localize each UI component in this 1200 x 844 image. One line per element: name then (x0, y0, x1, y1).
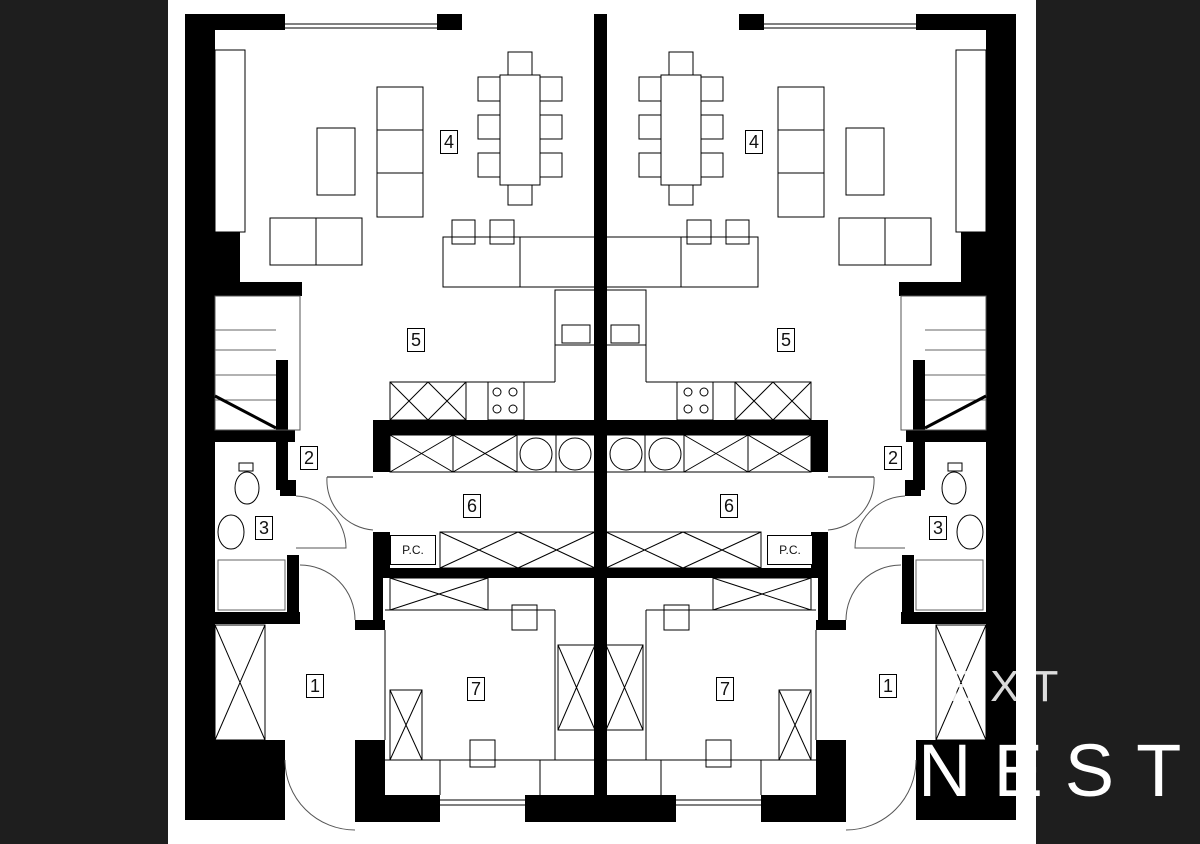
room-label-2-left: 2 (300, 446, 319, 470)
closet-label-right: P.C. (767, 535, 813, 565)
room-label-3-left: 3 (255, 516, 274, 540)
room-label-5-right: 5 (777, 328, 796, 352)
closet-label-left: P.C. (390, 535, 436, 565)
room-label-7-left: 7 (467, 677, 486, 701)
room-label-2-right: 2 (884, 446, 903, 470)
room-label-4-right: 4 (745, 130, 764, 154)
watermark-top: NEXT (905, 662, 1071, 711)
room-label-1-left: 1 (306, 674, 325, 698)
room-label-5-left: 5 (407, 328, 426, 352)
room-label-7-right: 7 (716, 677, 735, 701)
room-label-4-left: 4 (440, 130, 459, 154)
left-unit-plan (183, 12, 609, 832)
room-label-6-right: 6 (720, 494, 739, 518)
room-label-1-right: 1 (879, 674, 898, 698)
watermark-bottom: NEST (918, 729, 1200, 812)
room-label-6-left: 6 (463, 494, 482, 518)
room-label-3-right: 3 (929, 516, 948, 540)
